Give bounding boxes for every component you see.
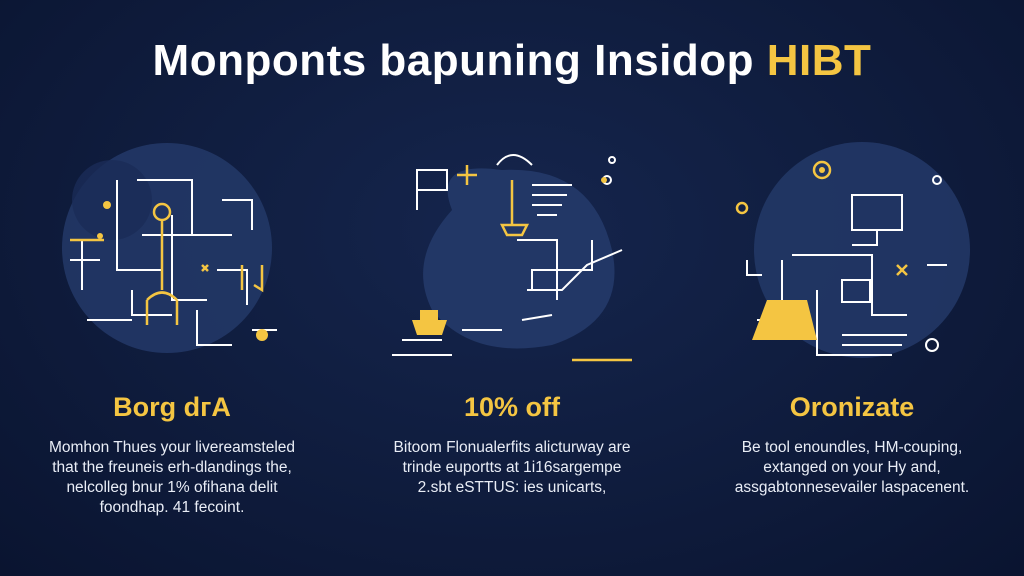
- body-line: assgabtonnesevailer laspacenent.: [734, 479, 970, 496]
- chart-icon: [392, 154, 632, 362]
- body-line: extanged on your Hy and,: [763, 459, 941, 476]
- column-2-body: Bitoom Flonualerfits alicturway are trin…: [372, 438, 652, 498]
- body-line: Bitoom Flonualerfits alicturway are: [393, 439, 631, 456]
- network-icon: [62, 143, 277, 353]
- body-line: trinde euportts at 1i16sargempe: [402, 459, 622, 476]
- body-line: Be tool enoundles, HM-couping,: [741, 439, 963, 456]
- body-line: Momhon Thues your livereamѕteled: [48, 439, 296, 456]
- body-line: nelcolleg bnur 1% ofihana delit: [66, 479, 278, 496]
- building-icon: [752, 167, 825, 340]
- feature-column-1: Borg dгA Momhon Thues your livereamѕtele…: [22, 140, 322, 560]
- feature-column-3: Oronizate Be tool enoundles, HM-couping,…: [702, 140, 1002, 560]
- column-1-body: Momhon Thues your livereamѕteled that th…: [32, 438, 312, 518]
- title-accent: HIBT: [766, 36, 872, 85]
- gear-icon: [735, 160, 908, 276]
- column-3-body: Be tool enoundles, HM-couping, extanged …: [712, 438, 992, 498]
- gear-icon: [97, 201, 268, 341]
- ship-icon: [412, 177, 607, 335]
- body-line: foondhap. 41 fecoint.: [99, 499, 245, 516]
- monitor-icon: [735, 142, 970, 358]
- feature-column-2: 10% off Bitoom Flonualerfits alicturway …: [362, 140, 662, 560]
- page-title: Monponts bapuning Insidop HIBT: [0, 36, 1024, 86]
- column-3-heading: Oronizate: [789, 392, 915, 422]
- body-line: 2.sbt eSTTUS: ies unicarts,: [417, 479, 607, 496]
- title-main: Monponts bapuning Insidop: [152, 36, 755, 85]
- column-2-heading: 10% off: [463, 392, 561, 422]
- column-1-heading: Borg dгA: [113, 392, 231, 422]
- lock-icon: [70, 202, 264, 325]
- body-line: that the freuneis erh-dlandings the,: [52, 459, 292, 476]
